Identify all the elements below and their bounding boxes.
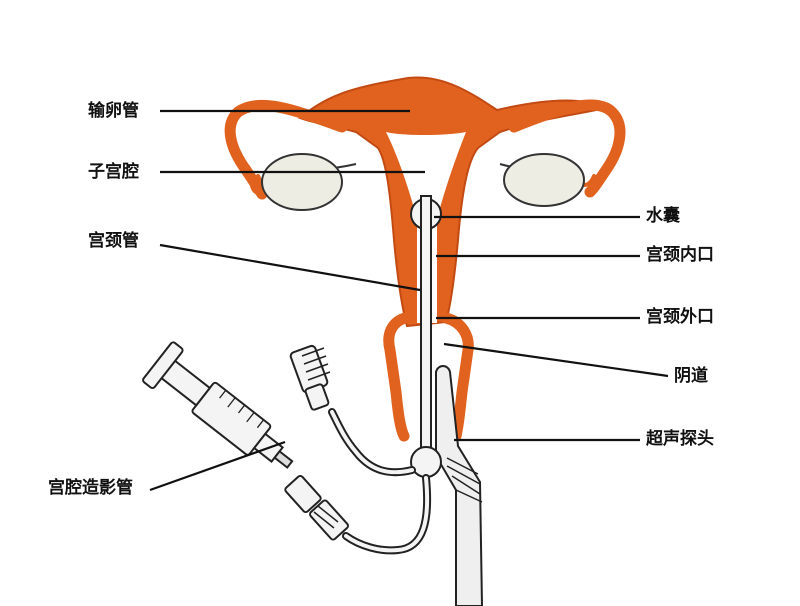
hysterosalpingography-catheter-device bbox=[142, 195, 442, 555]
catheter-shaft bbox=[420, 195, 432, 463]
vagina-right-wall bbox=[440, 312, 474, 442]
left-ovary bbox=[261, 153, 343, 211]
ultrasound-probe-body bbox=[435, 365, 484, 606]
label-cervical-canal: 宫颈管 bbox=[88, 231, 139, 251]
leader-lines bbox=[149, 109, 669, 492]
luer-connector bbox=[284, 474, 349, 541]
ultrasound-probe bbox=[435, 365, 484, 606]
syringe bbox=[142, 341, 294, 469]
leader-vagina bbox=[443, 342, 669, 378]
ultrasound-probe-ridges bbox=[446, 457, 483, 503]
contrast-injection-tube-inner bbox=[344, 476, 430, 553]
vagina-left-wall bbox=[383, 312, 411, 442]
inflation-valve bbox=[289, 344, 331, 411]
label-fallopian-tube: 输卵管 bbox=[88, 101, 139, 121]
balloon-inflation-tube-inner bbox=[330, 410, 414, 475]
label-vagina: 阴道 bbox=[674, 366, 708, 386]
leader-cervical-canal bbox=[159, 243, 421, 292]
uterine-cavity-shape bbox=[386, 132, 466, 208]
label-hsg-catheter: 宫腔造影管 bbox=[48, 478, 133, 498]
contrast-injection-tube bbox=[342, 474, 432, 555]
ovaries bbox=[261, 153, 585, 211]
right-ovary bbox=[503, 153, 585, 207]
leader-hsg-catheter bbox=[149, 440, 286, 492]
label-internal-os: 宫颈内口 bbox=[646, 245, 714, 265]
label-external-os: 宫颈外口 bbox=[646, 307, 714, 327]
label-uterine-cavity: 子宫腔 bbox=[88, 162, 139, 182]
uterus-body bbox=[298, 76, 608, 328]
label-balloon: 水囊 bbox=[646, 206, 680, 226]
label-ultrasound-probe: 超声探头 bbox=[646, 429, 714, 449]
catheter-hub bbox=[410, 446, 442, 478]
